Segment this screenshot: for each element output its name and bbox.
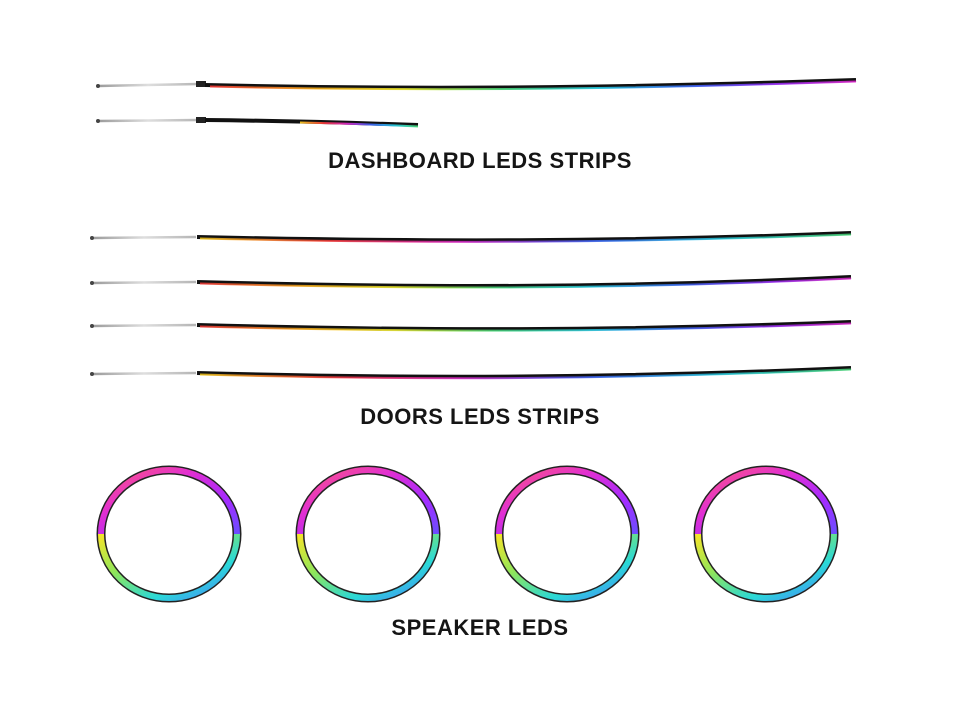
dashboard-strip-long xyxy=(96,78,857,91)
lead-wire xyxy=(91,371,197,376)
led-glow xyxy=(209,80,857,91)
ring-led-bottom xyxy=(695,533,837,601)
speaker-ring-2 xyxy=(295,465,441,603)
door-strip-3 xyxy=(90,320,852,332)
speaker-ring-3 xyxy=(494,465,640,603)
led-glow xyxy=(199,322,852,332)
connector-tip xyxy=(96,119,100,123)
led-glow xyxy=(199,233,852,243)
door-strip-1 xyxy=(90,231,852,243)
dashboard-strip-short xyxy=(96,117,419,128)
connector-tip xyxy=(96,84,100,88)
lead-wire xyxy=(91,280,197,285)
connector-tip xyxy=(90,372,94,376)
led-glow xyxy=(199,277,852,289)
lead-wire xyxy=(91,323,197,328)
lead-wire xyxy=(97,118,199,123)
connector-tip xyxy=(90,324,94,328)
led-glow xyxy=(299,121,419,128)
strip-connector xyxy=(196,117,206,123)
lead-wire xyxy=(97,82,199,88)
lead-wire xyxy=(91,235,197,240)
speaker-ring-4 xyxy=(693,465,839,603)
connector-tip xyxy=(90,236,94,240)
cable-jacket xyxy=(204,78,857,90)
speaker-ring-1 xyxy=(96,465,242,603)
connector-tip xyxy=(90,281,94,285)
door-strip-2 xyxy=(90,275,852,289)
ring-led-top xyxy=(297,467,439,535)
door-strip-4 xyxy=(90,366,852,380)
ring-led-top xyxy=(695,467,837,535)
doors-leds-caption: DOORS LEDS STRIPS xyxy=(360,404,600,429)
ring-led-top xyxy=(98,467,240,535)
ring-led-bottom xyxy=(297,533,439,601)
dashboard-leds-caption: DASHBOARD LEDS STRIPS xyxy=(328,148,632,173)
cable-jacket xyxy=(196,320,852,332)
ring-led-bottom xyxy=(98,533,240,601)
ring-led-bottom xyxy=(496,533,638,601)
led-glow xyxy=(199,368,852,380)
strip-connector xyxy=(196,81,206,87)
cable-jacket xyxy=(196,366,852,379)
cable-jacket xyxy=(196,231,852,243)
ring-led-top xyxy=(496,467,638,535)
speaker-leds-caption: SPEAKER LEDS xyxy=(391,615,569,640)
cable-jacket xyxy=(196,275,852,289)
